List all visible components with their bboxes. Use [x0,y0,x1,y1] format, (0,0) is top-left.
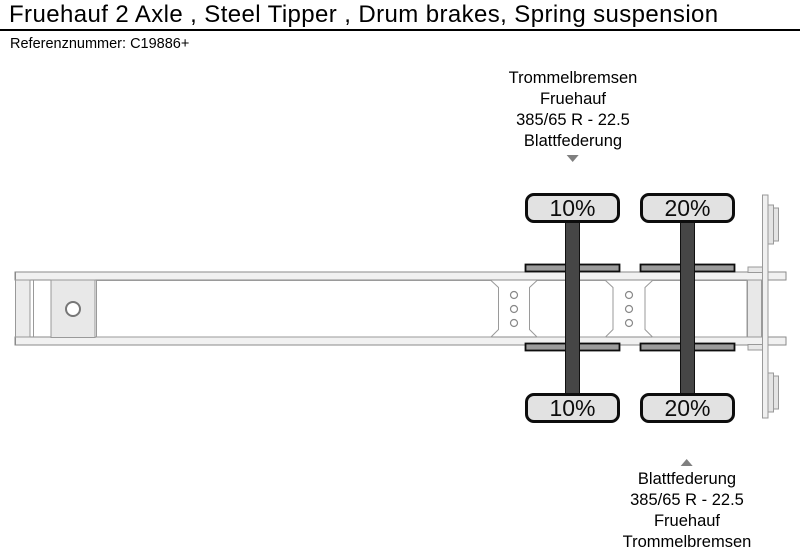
rear-axle-annotation: Blattfederung 385/65 R - 22.5 Fruehauf T… [622,456,752,552]
chassis-frame [14,194,787,419]
annotation-line: Trommelbremsen [622,533,752,551]
annotation-line: 385/65 R - 22.5 [630,491,744,509]
tire-axle1-right: 10% [525,393,620,423]
rear-lamp-housing-left-outer [767,204,774,245]
annotation-line: Trommelbremsen [508,69,638,87]
annotation-line: Fruehauf [653,512,721,530]
tread-percentage: 20% [664,395,711,421]
rear-bumper-bar [762,194,769,419]
tread-percentage: 10% [549,195,596,221]
reference-number: Referenznummer: C19886+ [10,36,190,52]
annotation-line: Fruehauf [539,90,607,108]
rivet [624,290,634,300]
axle-2 [680,210,695,407]
tread-percentage: 20% [664,195,711,221]
axle-1 [565,210,580,407]
rivet [509,290,519,300]
kingpin-circle [65,301,81,317]
rear-lamp-housing-right-outer [767,372,774,413]
rivet-row-front [509,290,519,328]
title-divider [0,29,800,31]
page-title: Fruehauf 2 Axle , Steel Tipper , Drum br… [9,1,719,28]
rivet [509,318,519,328]
triangle-down-icon [566,155,579,162]
rear-crossmember [747,279,762,338]
rear-lamp-housing-left-inner [773,207,779,242]
annotation-line: Blattfederung [637,470,737,488]
front-crossmember [15,279,31,338]
axles [565,210,695,407]
bumper-bracket-left [747,266,764,273]
deck-panel-front [96,280,499,338]
annotation-line: Blattfederung [523,132,623,150]
rivet [509,304,519,314]
rivet [624,318,634,328]
front-axle-annotation: Trommelbremsen Fruehauf 385/65 R - 22.5 … [508,68,638,165]
deck-panel-rear [644,280,748,338]
tire-axle2-left: 20% [640,193,735,223]
rivet-row-rear [624,290,634,328]
triangle-up-icon [680,459,693,466]
rivet [624,304,634,314]
chassis-rail-left [14,271,787,281]
tire-axle2-right: 20% [640,393,735,423]
tread-percentage: 10% [549,395,596,421]
annotation-line: 385/65 R - 22.5 [516,111,630,129]
rear-lamp-housing-right-inner [773,375,779,410]
bumper-bracket-right [747,344,764,351]
tire-axle1-left: 10% [525,193,620,223]
